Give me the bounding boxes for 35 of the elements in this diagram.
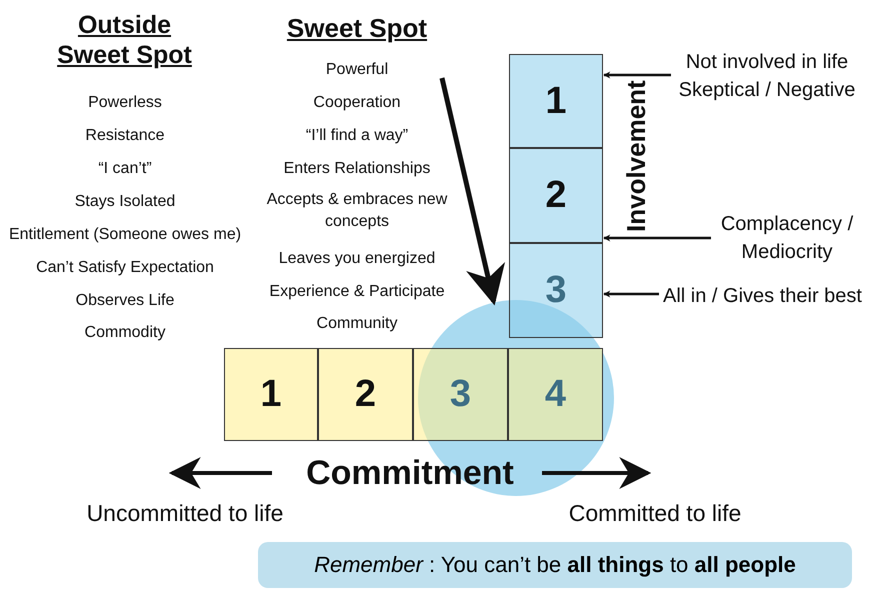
axis-end-label: Uncommitted to life xyxy=(86,499,284,528)
involvement-level-box: 3 xyxy=(509,243,603,338)
annotation-text: Complacency / Mediocrity xyxy=(712,210,862,270)
arrow xyxy=(603,234,711,242)
list-item: Enters Relationships xyxy=(282,159,432,179)
list-item: Experience & Participate xyxy=(268,282,446,302)
list-item: Cooperation xyxy=(312,93,402,113)
list-item: “I’ll find a way” xyxy=(304,126,410,146)
arrow xyxy=(603,72,671,78)
arrow xyxy=(603,290,659,298)
involvement-level-box: 1 xyxy=(509,54,603,148)
list-item: Resistance xyxy=(84,126,166,146)
list-item: Community xyxy=(316,314,398,334)
list-item: Entitlement (Someone owes me) xyxy=(8,225,242,245)
annotation-text: All in / Gives their best xyxy=(660,282,865,312)
list-item: Leaves you energized xyxy=(278,249,436,269)
column-heading: Sweet Spot xyxy=(286,12,428,44)
list-item: Stays Isolated xyxy=(74,192,176,212)
involvement-level-box: 2 xyxy=(509,148,603,243)
axis-title: Involvement xyxy=(620,80,652,232)
arrow xyxy=(440,77,506,306)
annotation-text: Not involved in life Skeptical / Negative xyxy=(672,48,862,108)
list-item: Accepts & embraces new concepts xyxy=(266,190,448,232)
list-item: Commodity xyxy=(84,323,166,343)
list-item: Powerful xyxy=(324,60,390,80)
column-heading: Outside Sweet Spot xyxy=(56,10,193,71)
axis-end-label: Committed to life xyxy=(568,499,742,528)
commitment-level-box: 1 xyxy=(224,348,318,441)
list-item: Can’t Satisfy Expectation xyxy=(35,258,215,278)
axis-title: Commitment xyxy=(305,453,515,494)
list-item: “I can’t” xyxy=(97,159,153,179)
note-box: Remember : You can’t be all things to all people xyxy=(258,542,852,588)
list-item: Powerless xyxy=(87,93,163,113)
commitment-level-box: 2 xyxy=(318,348,413,441)
list-item: Observes Life xyxy=(74,291,176,311)
